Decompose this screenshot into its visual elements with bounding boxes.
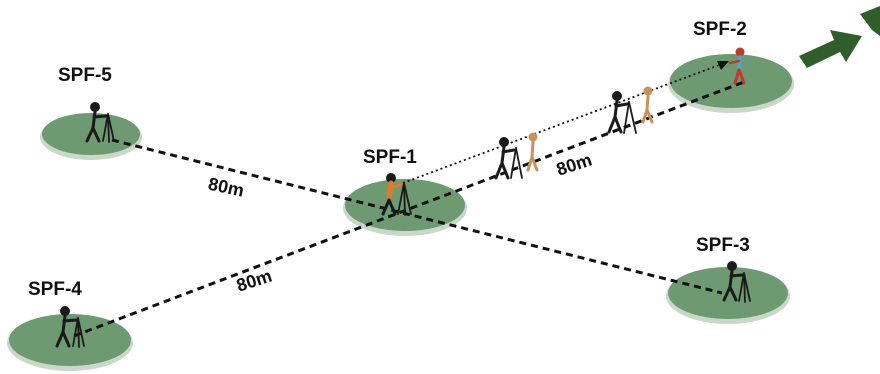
plot-disc-spf-3 <box>666 267 790 324</box>
surveyor-icon-spf5 <box>85 102 115 143</box>
plot-label-spf-4: SPF-4 <box>28 279 82 300</box>
surveyor-icon-spf1 <box>381 173 412 216</box>
plot-disc-spf-5 <box>40 113 142 160</box>
surveyor-icon-spf4 <box>55 306 85 348</box>
arrow-icon <box>799 30 862 68</box>
transect-line-spf5-spf3 <box>111 138 723 295</box>
surveyor-icon-transect-2 <box>607 86 654 134</box>
surveyor-icon-transect-1 <box>494 132 539 180</box>
surveyor-icon-spf2 <box>728 47 746 85</box>
distance-label-spf5: 80m <box>206 174 245 201</box>
plot-disc-spf-4 <box>7 314 133 371</box>
distance-label-spf4: 80m <box>234 266 274 296</box>
plot-disc-spf-2 <box>668 54 794 113</box>
surveyor-icon-spf3 <box>722 261 751 303</box>
sight-line-arrowhead <box>717 61 729 70</box>
arrow-icon-partial <box>860 6 880 36</box>
plot-label-spf-2: SPF-2 <box>693 19 747 40</box>
plot-label-spf-3: SPF-3 <box>696 235 750 256</box>
distance-label-spf2: 80m <box>554 150 594 180</box>
sight-line-spf1-spf2 <box>402 63 723 184</box>
plot-label-spf-1: SPF-1 <box>363 147 417 168</box>
plot-label-spf-5: SPF-5 <box>58 65 112 86</box>
